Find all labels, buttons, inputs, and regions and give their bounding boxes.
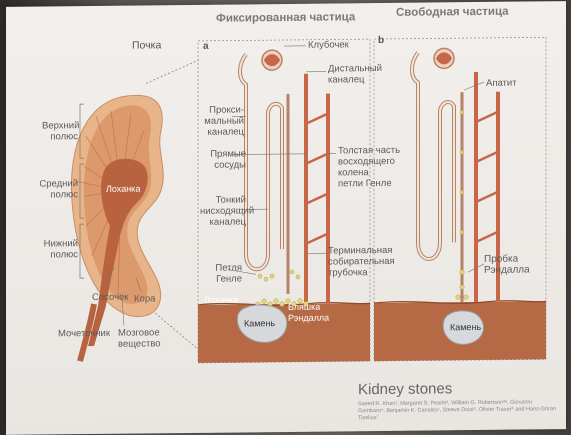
illustration bbox=[6, 1, 566, 435]
zoom-line-top bbox=[146, 60, 199, 84]
label-stone-b: Камень bbox=[450, 322, 481, 333]
panel-a-letter: a bbox=[203, 41, 209, 52]
label-loop-henle: Петля Генле bbox=[206, 262, 242, 284]
article-authors: Saeed R. Khan¹, Margaret S. Pearle², Wil… bbox=[358, 399, 558, 422]
label-medulla: Мозговое вещество bbox=[118, 327, 161, 349]
label-cortex: Кора bbox=[134, 293, 155, 304]
panel-b-letter: b bbox=[378, 35, 384, 46]
header-free-particle: Свободная частица bbox=[396, 6, 509, 19]
label-upper-pole: Верхний полюс bbox=[42, 120, 78, 142]
label-thin-descending: Тонкий нисходящий каналец bbox=[200, 194, 246, 227]
label-middle-pole: Средний полюс bbox=[38, 178, 78, 200]
kidney-illustration bbox=[71, 95, 163, 361]
article-title: Kidney stones bbox=[358, 380, 452, 398]
label-proximal-tubule: Прокси- мальный каналец bbox=[204, 104, 244, 137]
header-fixed-particle: Фиксированная частица bbox=[216, 11, 355, 24]
label-lower-pole: Нижний полюс bbox=[38, 238, 78, 260]
presentation-slide: Фиксированная частица Свободная частица … bbox=[6, 1, 566, 435]
label-kidney-pelvis: Лоханка bbox=[106, 184, 140, 195]
label-ureter: Мочеточник bbox=[58, 328, 110, 340]
label-distal-tubule: Дистальный каналец bbox=[328, 63, 382, 86]
label-glomerulus: Клубочек bbox=[308, 39, 349, 50]
label-stone-a: Камень bbox=[244, 318, 275, 329]
panel-b-illustration bbox=[374, 47, 546, 361]
label-papilla: Сосочек bbox=[92, 292, 128, 303]
label-panel-a-pelvis: Лоханка bbox=[204, 294, 238, 305]
label-collecting-duct: Терминальная собирательная трубочка bbox=[328, 245, 395, 279]
label-apatite: Апатит bbox=[486, 78, 517, 89]
kidney-title: Почка bbox=[132, 39, 161, 51]
label-randall-plaque: Бляшка Рэндалла bbox=[288, 302, 329, 324]
label-vasa-recta: Прямые сосуды bbox=[202, 148, 246, 170]
label-randall-plug: Пробка Рэндалла bbox=[484, 253, 530, 275]
label-thick-ascending-limb: Толстая часть восходящего колена петли Г… bbox=[338, 145, 400, 190]
